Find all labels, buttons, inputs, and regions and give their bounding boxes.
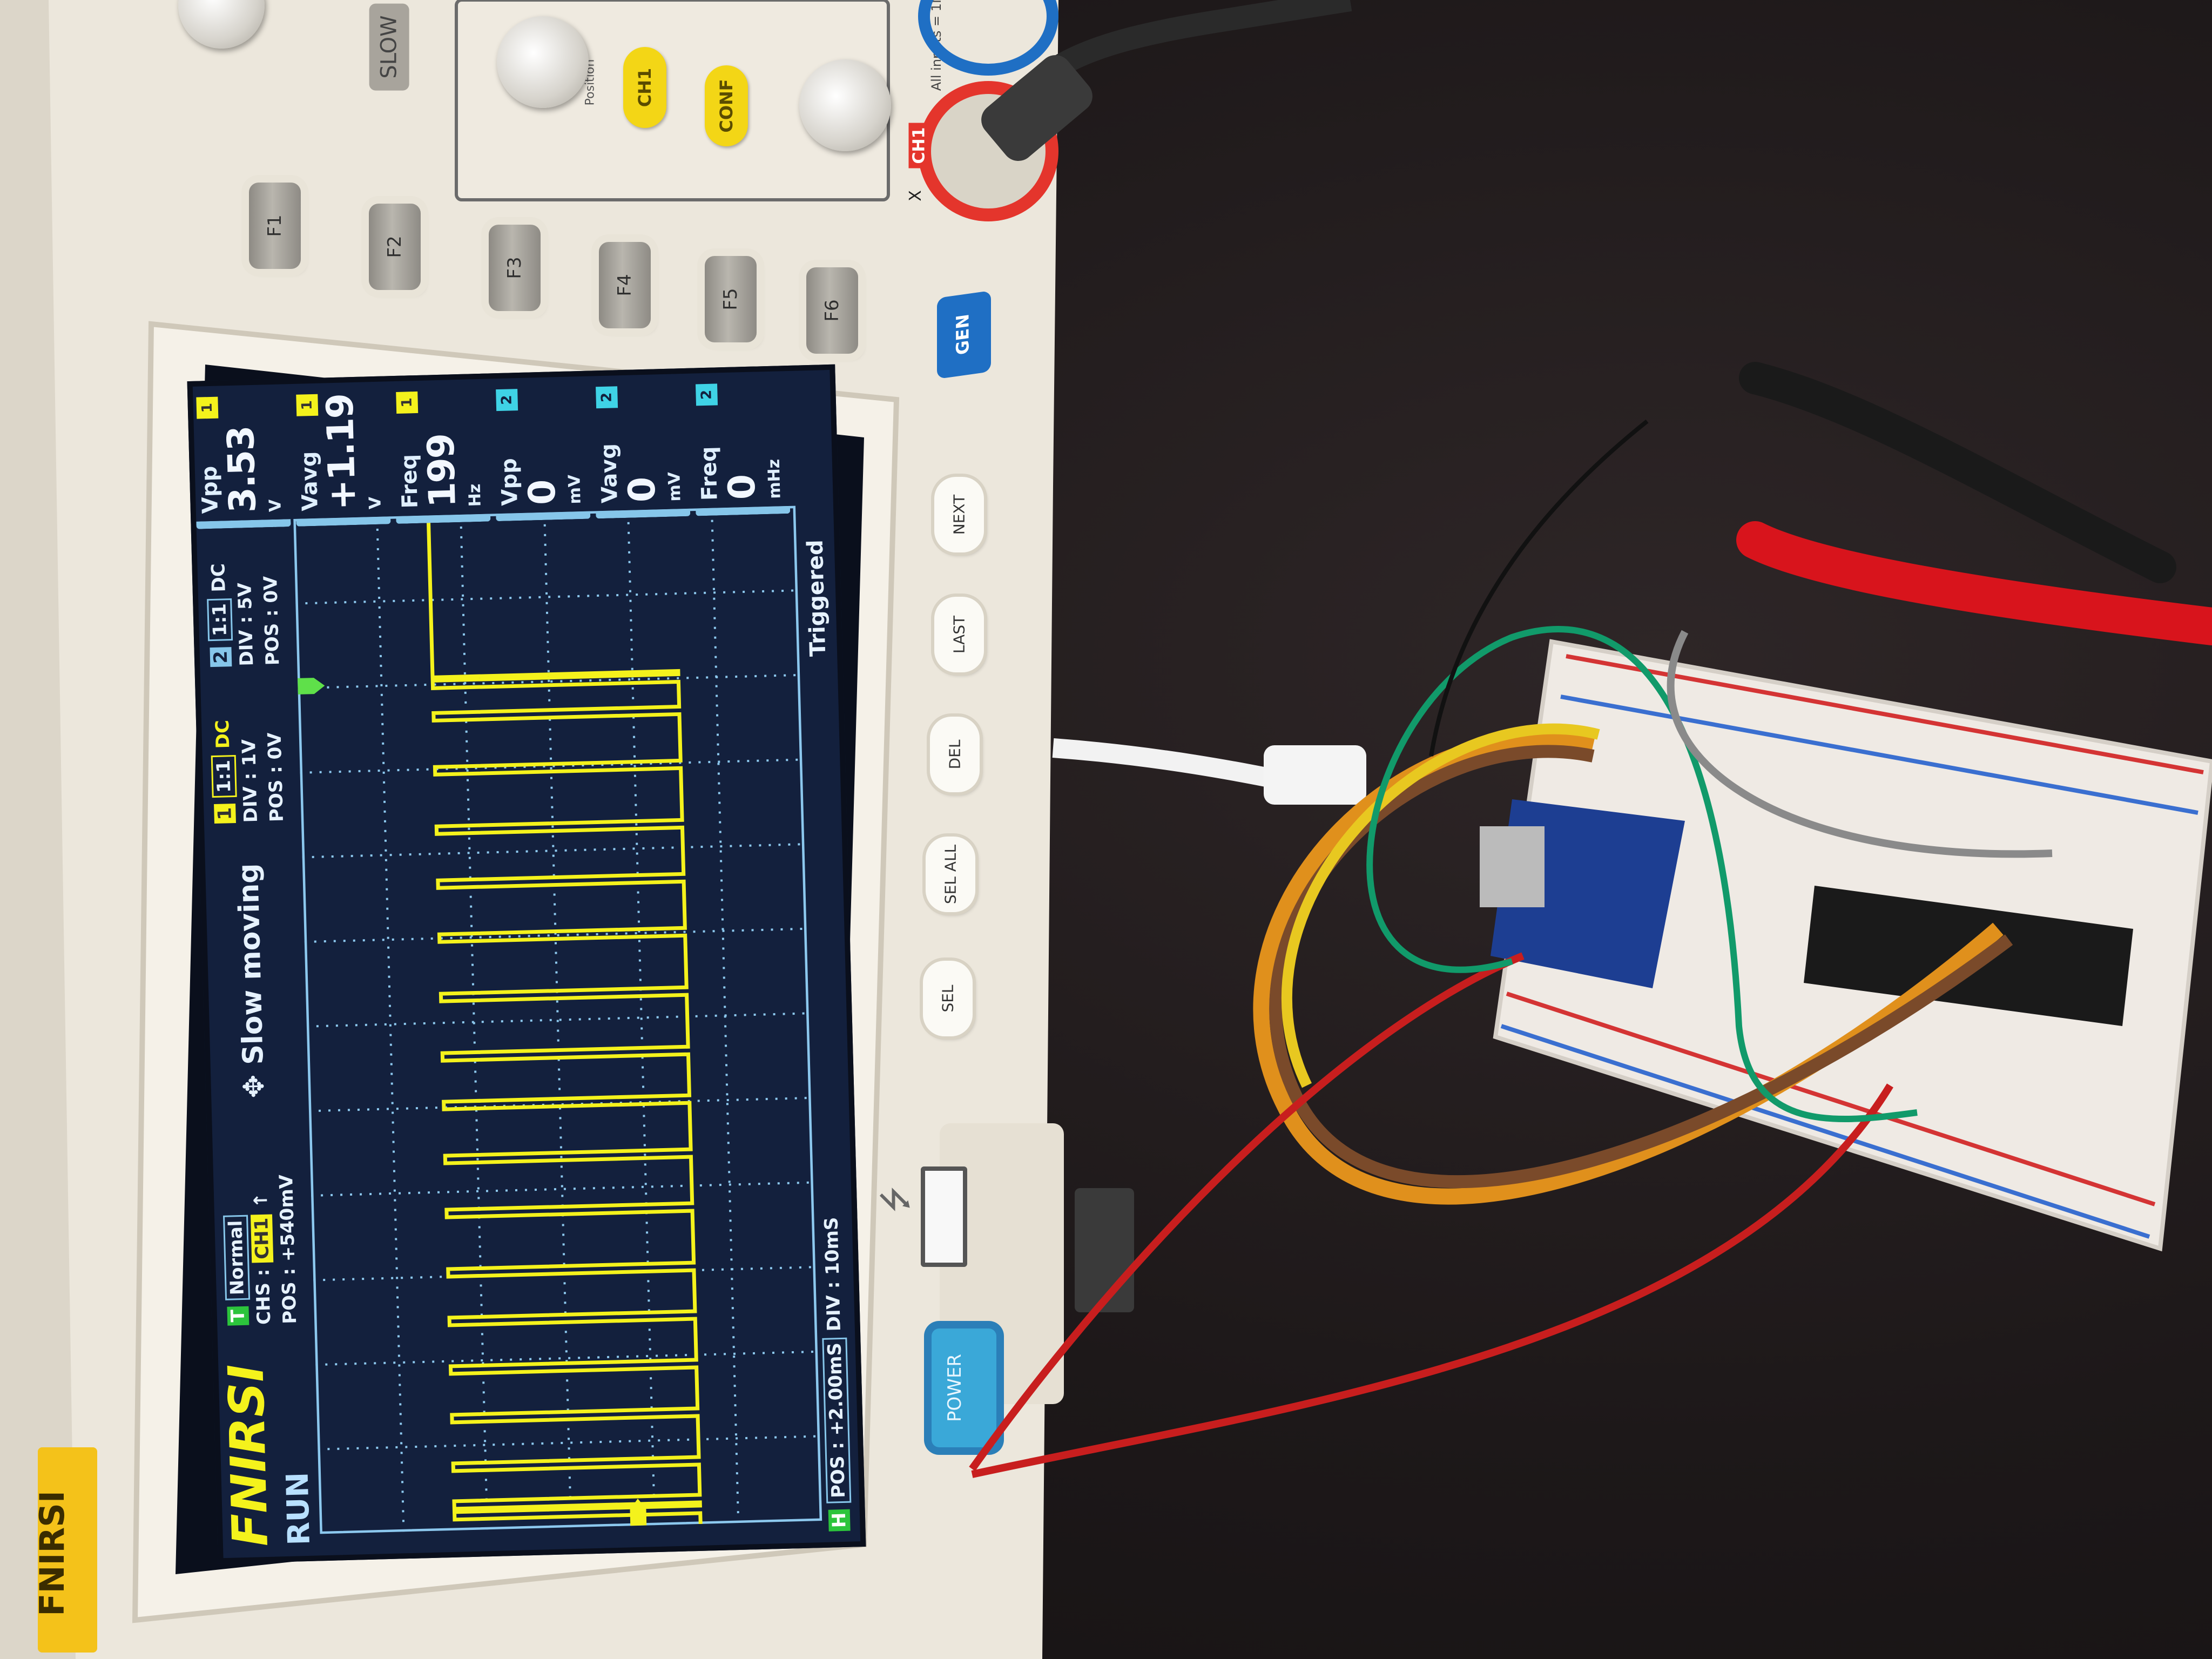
bnc-plug: [981, 55, 1092, 161]
ch1-button[interactable]: CH1: [623, 47, 666, 128]
f2-button[interactable]: F2: [369, 204, 421, 290]
power-button[interactable]: POWER: [932, 1328, 996, 1447]
brand-label: FNIRSI: [32, 1447, 97, 1653]
black-alligator-clip: [1739, 362, 2176, 583]
probe-ground-wire: [1429, 419, 1649, 757]
grid-line-v: [311, 1181, 813, 1197]
grid-line-v: [308, 1096, 811, 1112]
ch1-trace: [426, 515, 703, 1525]
grid-line-v: [306, 1012, 809, 1028]
ribbon-wire-yellow: [1281, 723, 1600, 1088]
gray-jumper-wire: [1667, 630, 2053, 858]
case-edge: [0, 0, 76, 1659]
f1-button[interactable]: F1: [249, 183, 301, 269]
red-alligator-clip: [1736, 521, 2212, 645]
last-button[interactable]: LAST: [934, 597, 984, 672]
breadboard-negative-rail-bottom: [1500, 1024, 2150, 1239]
breadboard-positive-rail-bottom: [1506, 992, 2156, 1206]
oscilloscope-screen: FNIRSI RUN T Normal CHS : CH1 ↑ POS : +5…: [187, 364, 866, 1564]
grid-line-h: [627, 510, 656, 1526]
grid-line-v: [318, 1435, 820, 1451]
trigger-position-marker: [298, 678, 325, 694]
usb-plug: [1264, 745, 1366, 805]
grid-line-v: [295, 589, 798, 605]
red-jumper-wire: [969, 952, 1525, 1472]
f5-button[interactable]: F5: [705, 256, 757, 342]
sel-button[interactable]: SEL: [923, 961, 973, 1036]
grid-line-h: [543, 512, 572, 1528]
grid-line-h: [460, 514, 489, 1530]
grid-line-h: [376, 516, 405, 1532]
conf-button[interactable]: CONF: [705, 65, 748, 146]
sel-all-button[interactable]: SEL ALL: [926, 837, 975, 912]
grid-line-v: [315, 1350, 818, 1366]
grid-line-v: [302, 843, 805, 859]
breadboard-negative-rail: [1560, 694, 2198, 815]
green-jumper-wire: [1366, 626, 1918, 1123]
usb-port[interactable]: [921, 1166, 967, 1267]
adjust-knob[interactable]: [799, 59, 891, 151]
f6-button[interactable]: F6: [806, 267, 858, 354]
f4-button[interactable]: F4: [599, 242, 651, 328]
next-button[interactable]: NEXT: [934, 477, 984, 552]
usb-cable: [1052, 738, 1298, 793]
grid-line-v: [300, 758, 802, 774]
grid-line-h: [711, 508, 740, 1523]
ribbon-wire-brown: [1269, 745, 2013, 1189]
usb-c-connector: [1480, 826, 1545, 907]
grid-lines: [295, 508, 820, 1532]
red-jumper-wire-2: [971, 1083, 1893, 1478]
del-button[interactable]: DEL: [930, 717, 980, 792]
waveform-grid[interactable]: [293, 505, 822, 1534]
grid-line-v: [304, 927, 807, 943]
f3-button[interactable]: F3: [489, 225, 541, 311]
position-knob[interactable]: [497, 16, 589, 108]
ch1-level-marker: [630, 1498, 647, 1526]
